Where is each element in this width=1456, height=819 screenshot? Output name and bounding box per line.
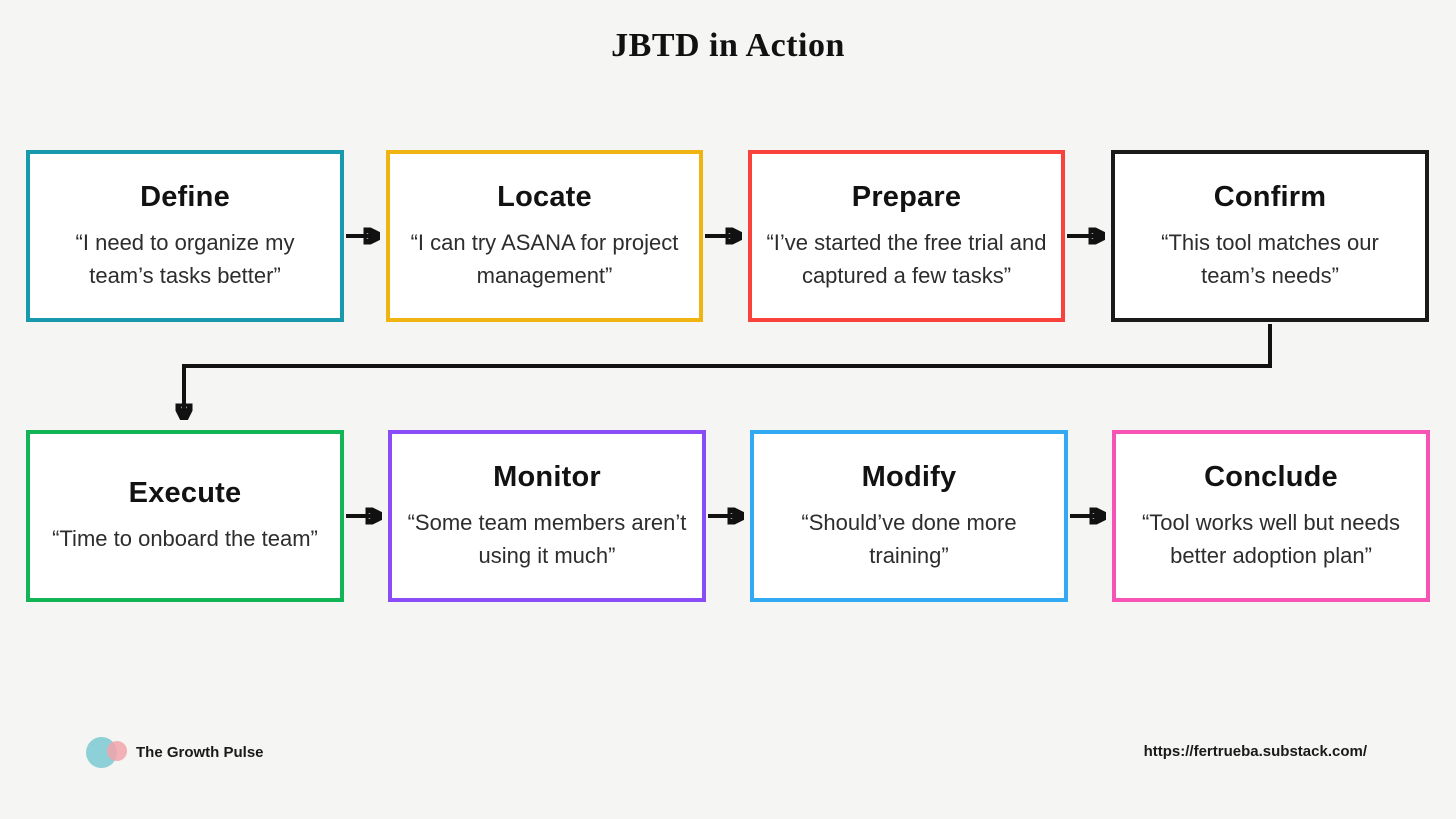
step-title-locate: Locate [497,180,592,213]
step-quote-execute: “Time to onboard the team” [52,526,318,551]
flow-step-conclude: Conclude “Tool works well but needs bett… [1112,430,1430,602]
step-title-conclude: Conclude [1204,460,1338,493]
step-title-confirm: Confirm [1213,180,1327,213]
step-title-define: Define [140,180,230,213]
flow-step-execute: Execute “Time to onboard the team” [26,430,344,602]
brand-name: The Growth Pulse [136,743,264,761]
flow-step-monitor: Monitor “Some team members aren’t using … [388,430,706,602]
step-quote-confirm: “This tool matches our team’s needs” [1161,229,1379,288]
step-quote-monitor: “Some team members aren’t using it much” [407,509,687,568]
step-title-monitor: Monitor [493,460,601,493]
flow-step-locate: Locate “I can try ASANA for project mana… [386,150,703,322]
step-title-execute: Execute [128,477,242,509]
flow-step-modify: Modify “Should’ve done more training” [750,430,1068,602]
flow-step-prepare: Prepare “I’ve started the free trial and… [748,150,1065,322]
flow-step-define: Define “I need to organize my team’s tas… [26,150,344,322]
flow-step-confirm: Confirm “This tool matches our team’s ne… [1111,150,1429,322]
brand: The Growth Pulse [86,736,264,768]
step-quote-prepare: “I’ve started the free trial and capture… [766,229,1047,288]
elbow-confirm-to-execute [184,324,1272,416]
step-quote-modify: “Should’ve done more training” [801,509,1017,568]
step-quote-conclude: “Tool works well but needs better adopti… [1141,509,1400,568]
step-quote-define: “I need to organize my team’s tasks bett… [75,229,295,288]
page-title: JBTD in Action [611,27,845,64]
growth-pulse-logo-icon [86,736,130,768]
step-title-modify: Modify [861,460,957,493]
footer-url: https://fertrueba.substack.com/ [1143,743,1367,760]
step-quote-locate: “I can try ASANA for project management” [410,229,679,288]
logo-pink-circle [107,741,127,761]
step-title-prepare: Prepare [851,180,962,213]
